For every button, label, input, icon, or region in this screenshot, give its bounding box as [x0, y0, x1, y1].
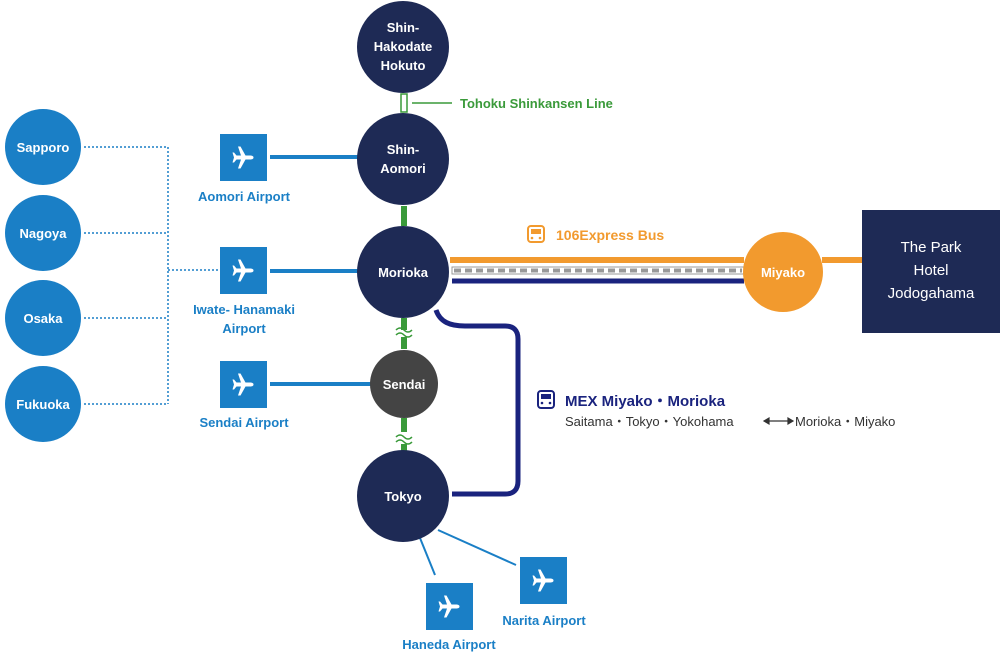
city-sapporo[interactable]: Sapporo: [5, 109, 81, 185]
svg-text:Sendai Airport: Sendai Airport: [199, 415, 289, 430]
bus-icon: [537, 390, 555, 409]
svg-text:Miyako: Miyako: [761, 265, 805, 280]
svg-text:Narita Airport: Narita Airport: [502, 613, 586, 628]
hotel-box[interactable]: The Park Hotel Jodogahama: [862, 210, 1000, 333]
svg-text:Hakodate: Hakodate: [374, 39, 433, 54]
mex-bus-route: [433, 278, 744, 497]
svg-text:Hotel: Hotel: [913, 262, 948, 279]
svg-text:Hokuto: Hokuto: [381, 58, 426, 73]
express-bus-label: 106Express Bus: [556, 227, 664, 243]
svg-text:Sapporo: Sapporo: [17, 140, 70, 155]
svg-text:Aomori Airport: Aomori Airport: [198, 189, 291, 204]
city-nagoya[interactable]: Nagoya: [5, 195, 81, 271]
shinkansen-line-label: Tohoku Shinkansen Line: [460, 96, 613, 111]
airport-sendai[interactable]: Sendai Airport: [199, 361, 289, 430]
svg-text:Shin-: Shin-: [387, 20, 420, 35]
double-arrow-icon: [762, 416, 795, 426]
svg-text:Nagoya: Nagoya: [20, 226, 68, 241]
station-tokyo[interactable]: Tokyo: [357, 450, 449, 542]
bus-icon: [527, 225, 545, 243]
city-connectors: [84, 146, 218, 405]
airport-iwate-hanamaki[interactable]: Iwate- Hanamaki Airport: [193, 247, 295, 336]
svg-text:Airport: Airport: [222, 321, 266, 336]
svg-text:Tokyo: Tokyo: [384, 489, 421, 504]
airport-aomori[interactable]: Aomori Airport: [198, 134, 291, 204]
station-miyako[interactable]: Miyako: [743, 232, 823, 312]
svg-text:Jodogahama: Jodogahama: [888, 285, 975, 302]
svg-text:Fukuoka: Fukuoka: [16, 397, 70, 412]
svg-text:Iwate- Hanamaki: Iwate- Hanamaki: [193, 302, 295, 317]
shinkansen-line: [395, 93, 452, 454]
station-morioka[interactable]: Morioka: [357, 226, 449, 318]
svg-text:Aomori: Aomori: [380, 161, 426, 176]
mex-route-to: Morioka・Miyako: [795, 414, 895, 429]
mex-route-from: Saitama・Tokyo・Yokohama: [565, 414, 734, 429]
express-bus-label-group: 106Express Bus: [527, 225, 664, 243]
svg-text:Morioka: Morioka: [378, 265, 429, 280]
svg-text:Osaka: Osaka: [23, 311, 63, 326]
svg-text:Haneda Airport: Haneda Airport: [402, 637, 496, 652]
svg-text:The Park: The Park: [901, 239, 962, 256]
mex-label-group: MEX Miyako・Morioka Saitama・Tokyo・Yokoham…: [537, 390, 895, 429]
station-sendai[interactable]: Sendai: [370, 350, 438, 418]
station-shin-hakodate-hokuto[interactable]: Shin- Hakodate Hokuto: [357, 1, 449, 93]
mex-title: MEX Miyako・Morioka: [565, 393, 726, 410]
city-osaka[interactable]: Osaka: [5, 280, 81, 356]
airport-links: [270, 155, 517, 576]
svg-text:Sendai: Sendai: [383, 377, 426, 392]
airport-narita[interactable]: Narita Airport: [502, 557, 586, 628]
svg-text:Shin-: Shin-: [387, 142, 420, 157]
airport-haneda[interactable]: Haneda Airport: [402, 583, 496, 652]
city-fukuoka[interactable]: Fukuoka: [5, 366, 81, 442]
station-shin-aomori[interactable]: Shin- Aomori: [357, 113, 449, 205]
